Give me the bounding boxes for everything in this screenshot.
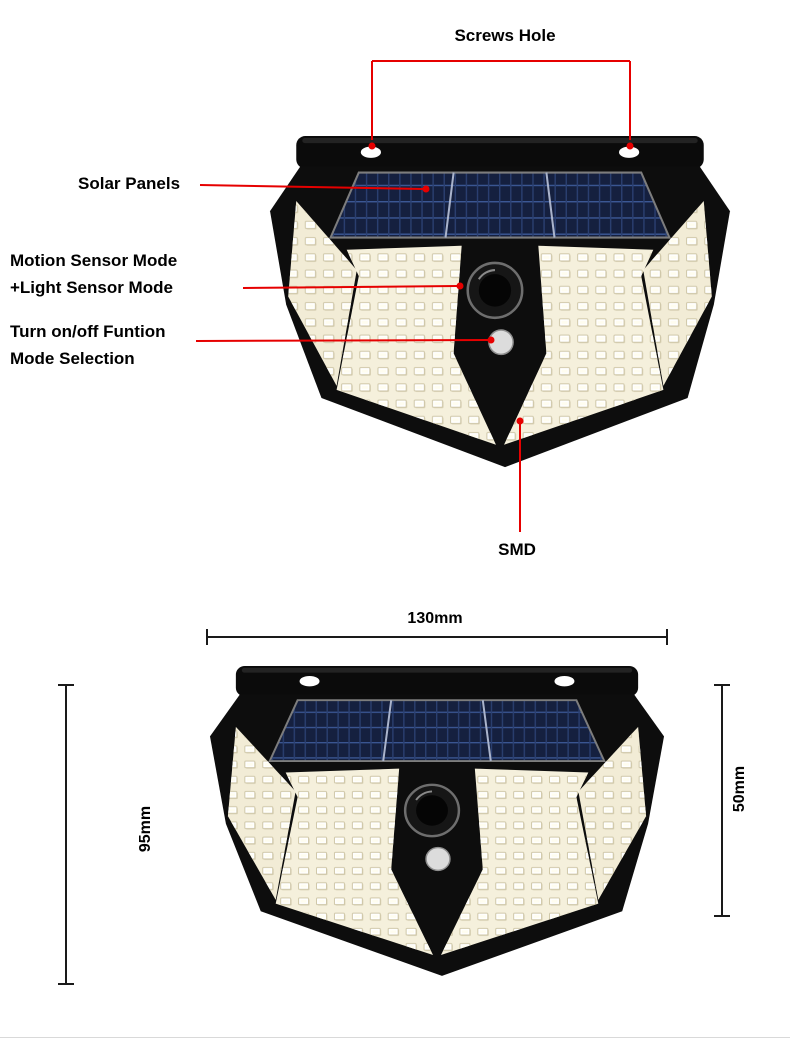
total-height-dimension-label: 95mm <box>137 805 154 853</box>
solar-light-annotated-view <box>268 136 732 469</box>
width-dimension-line <box>206 629 668 645</box>
solar-panels-label: Solar Panels <box>78 174 181 193</box>
smd-label: SMD <box>498 540 536 559</box>
screws-hole-label: Screws Hole <box>454 26 556 45</box>
mode-selection-label-line1: Turn on/off Funtion <box>10 322 166 341</box>
mode-selection-label-line2: Mode Selection <box>10 349 135 368</box>
motion-sensor-label-line1: Motion Sensor Mode <box>10 251 178 270</box>
total-height-dimension-line <box>58 684 74 985</box>
motion-sensor-label-line2: +Light Sensor Mode <box>10 278 173 297</box>
page-bottom-border <box>0 1037 790 1038</box>
mode-selection-label: Turn on/off Funtion Mode Selection <box>10 318 165 372</box>
solar-light-dimension-view <box>208 666 666 978</box>
side-height-dimension-label: 50mm <box>731 765 748 813</box>
motion-sensor-label: Motion Sensor Mode +Light Sensor Mode <box>10 247 177 301</box>
width-dimension-label: 130mm <box>407 610 463 627</box>
side-height-dimension-line <box>714 684 730 917</box>
